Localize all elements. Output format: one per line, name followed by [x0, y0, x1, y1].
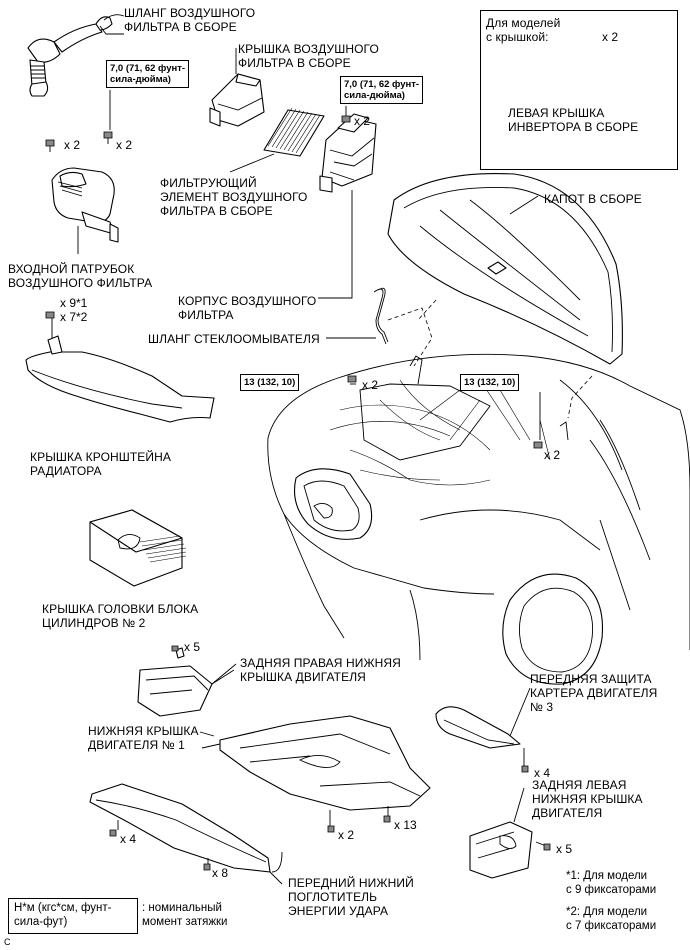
label-air-filter-cover: КРЫШКА ВОЗДУШНОГО ФИЛЬТРА В СБОРЕ: [238, 42, 379, 70]
washer-hose-drawing: [326, 287, 389, 345]
leader-lines: [99, 25, 541, 885]
qty-hood-left: x 2: [362, 378, 379, 392]
label-air-filter-hose: ШЛАНГ ВОЗДУШНОГО ФИЛЬТРА В СБОРЕ: [124, 6, 256, 34]
label-front-protection: ПЕРЕДНЯЯ ЗАЩИТА КАРТЕРА ДВИГАТЕЛЯ № 3: [530, 672, 658, 714]
label-rear-right-cover: ЗАДНЯЯ ПРАВАЯ НИЖНЯЯ КРЫШКА ДВИГАТЕЛЯ: [240, 656, 401, 684]
inset-title: Для моделей с крышкой:: [486, 16, 561, 44]
air-filter-hose-drawing: [27, 14, 125, 97]
filter-element-drawing: [229, 107, 325, 173]
note-1: *1: Для модели с 9 фиксаторами: [566, 870, 657, 896]
legend-box: [8, 898, 138, 934]
label-cylinder-head-cover: КРЫШКА ГОЛОВКИ БЛОКА ЦИЛИНДРОВ № 2: [42, 602, 199, 630]
qty-absorber-8: x 8: [212, 866, 229, 880]
label-filter-element: ФИЛЬТРУЮЩИЙ ЭЛЕМЕНТ ВОЗДУШНОГО ФИЛЬТРА В…: [160, 176, 308, 218]
label-washer-hose: ШЛАНГ СТЕКЛООМЫВАТЕЛЯ: [148, 332, 320, 346]
qty-lower-2: x 2: [338, 828, 355, 842]
qty-absorber-4: x 4: [120, 832, 137, 846]
qty-clips-9: x 9*1: [60, 296, 88, 310]
front-protection-drawing: [435, 687, 531, 766]
torque-hood-left: 13 (132, 10): [240, 374, 300, 391]
corner-mark: C: [4, 937, 11, 947]
inset-box: [480, 10, 678, 170]
label-inverter-cover: ЛЕВАЯ КРЫШКА ИНВЕРТОРА В СБОРЕ: [508, 106, 639, 134]
torque-cover: 7,0 (71, 62 фунт- сила-дюйма): [106, 60, 190, 88]
qty-inset: x 2: [602, 30, 619, 44]
qty-clips-7: x 7*2: [60, 310, 88, 324]
rear-right-cover-drawing: [137, 647, 235, 717]
label-radiator-cover: КРЫШКА КРОНШТЕЙНА РАДИАТОРА: [30, 450, 172, 478]
cylinder-head-cover-drawing: [89, 509, 187, 587]
qty-case-bolt: x 2: [354, 114, 371, 128]
qty-rear-left: x 5: [556, 842, 573, 856]
note-2: *2: Для модели с 7 фиксаторами: [566, 906, 657, 932]
label-rear-left-cover: ЗАДНЯЯ ЛЕВАЯ НИЖНЯЯ КРЫШКА ДВИГАТЕЛЯ: [532, 778, 643, 820]
qty-cover-bolt: x 2: [116, 138, 133, 152]
air-filter-cover-drawing: [209, 48, 265, 127]
label-lower-cover-1: НИЖНЯЯ КРЫШКА ДВИГАТЕЛЯ № 1: [88, 724, 199, 752]
label-absorber: ПЕРЕДНИЙ НИЖНИЙ ПОГЛОТИТЕЛЬ ЭНЕРГИИ УДАР…: [288, 876, 414, 918]
label-air-inlet: ВХОДНОЙ ПАТРУБОК ВОЗДУШНОГО ФИЛЬТРА: [8, 262, 153, 290]
qty-lower-13: x 13: [394, 818, 417, 832]
torque-hood-right: 13 (132, 10): [460, 374, 520, 391]
air-inlet-drawing: [51, 167, 119, 254]
lower-cover-1-drawing: [199, 715, 431, 830]
rear-left-cover-drawing: [469, 787, 547, 879]
fasteners: [45, 33, 599, 871]
legend-description: : номинальный момент затяжки: [142, 902, 228, 928]
absorber-drawing: [89, 783, 283, 873]
radiator-cover-drawing: [25, 318, 215, 423]
qty-inlet-bolt: x 2: [64, 138, 81, 152]
qty-hood-right: x 2: [544, 448, 561, 462]
car-body-drawing: [267, 299, 690, 685]
air-filter-case-drawing: [319, 113, 377, 299]
qty-front-protection: x 4: [534, 766, 551, 780]
hood-drawing: [387, 173, 623, 365]
torque-case: 7,0 (71, 62 фунт- сила-дюйма): [340, 76, 424, 104]
label-air-filter-case: КОРПУС ВОЗДУШНОГО ФИЛЬТРА: [178, 294, 317, 322]
label-hood: КАПОТ В СБОРЕ: [544, 192, 642, 206]
legend-unit: Н*м (кгс*см, фунт- сила-фут): [14, 902, 112, 928]
qty-rear-right: x 5: [184, 640, 201, 654]
